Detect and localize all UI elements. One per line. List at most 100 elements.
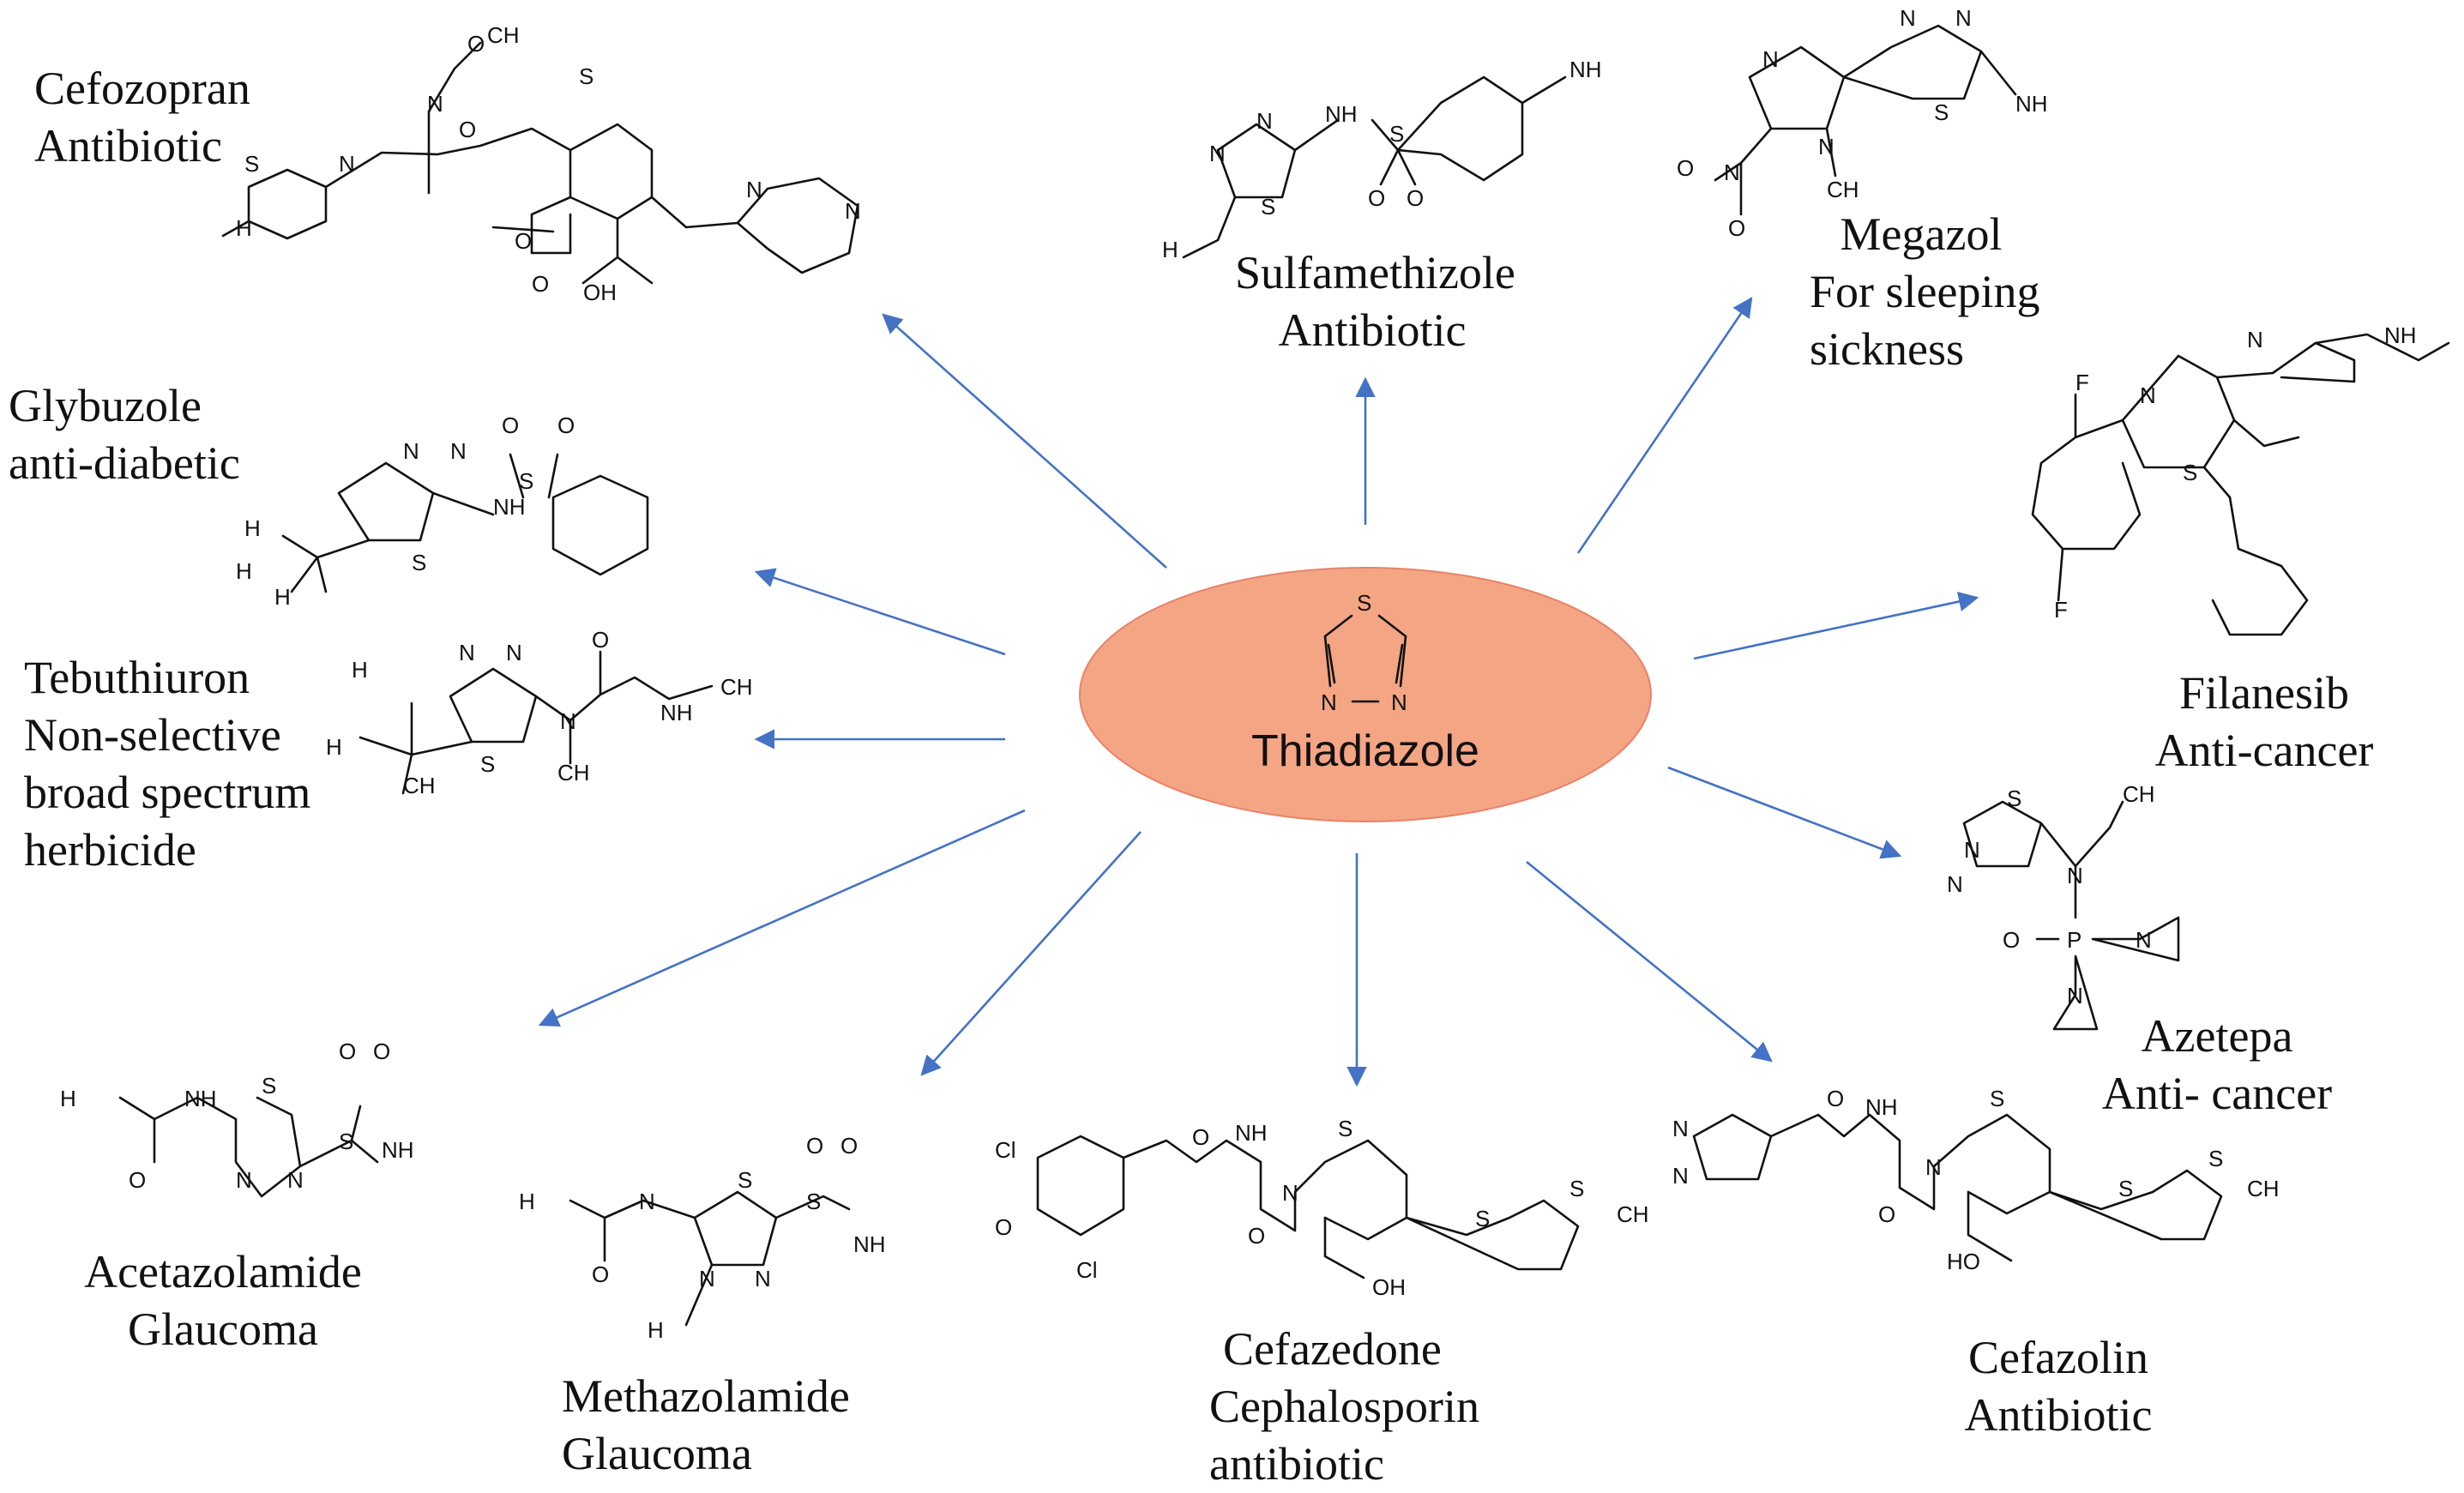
svg-text:N: N xyxy=(1947,871,1963,897)
arrow-to-megazol xyxy=(1576,297,1753,554)
svg-text:N: N xyxy=(560,708,576,734)
use-megazol-1: For sleeping xyxy=(1810,266,2040,317)
svg-text:S: S xyxy=(412,550,426,575)
svg-text:NH: NH xyxy=(1235,1120,1268,1146)
structure-cefazedone: ClO ClO NHO SN OHS SCH xyxy=(995,1116,1649,1300)
svg-text:O: O xyxy=(1728,215,1745,241)
svg-text:S: S xyxy=(519,468,533,494)
svg-text:N: N xyxy=(746,177,762,202)
arrow-to-methazolamide xyxy=(920,831,1142,1076)
svg-text:S: S xyxy=(1990,1086,2004,1111)
ring-n1-label: N xyxy=(1321,689,1337,715)
svg-text:NH: NH xyxy=(2015,91,2048,117)
svg-text:N: N xyxy=(1964,837,1980,863)
svg-text:S: S xyxy=(1338,1116,1352,1141)
svg-text:O: O xyxy=(592,1261,609,1287)
svg-text:N: N xyxy=(1256,108,1273,134)
svg-text:H: H xyxy=(326,734,342,760)
name-acetazolamide: Acetazolamide xyxy=(84,1246,362,1297)
label-acetazolamide: Acetazolamide Glaucoma xyxy=(51,1243,395,1358)
svg-text:N: N xyxy=(287,1167,304,1193)
svg-text:S: S xyxy=(2007,786,2021,811)
svg-text:S: S xyxy=(1389,121,1404,147)
svg-text:H: H xyxy=(60,1086,76,1111)
svg-text:S: S xyxy=(2208,1146,2223,1171)
svg-text:CH: CH xyxy=(2123,781,2155,807)
use-tebuthiuron-3: herbicide xyxy=(24,824,196,876)
svg-text:N: N xyxy=(339,151,355,177)
svg-text:NH: NH xyxy=(660,700,693,725)
svg-text:NH: NH xyxy=(853,1231,886,1257)
svg-text:S: S xyxy=(806,1189,821,1214)
svg-text:S: S xyxy=(262,1073,276,1099)
svg-text:O: O xyxy=(459,117,476,142)
svg-text:NH: NH xyxy=(2384,322,2417,348)
label-megazol: Megazol For sleeping sickness xyxy=(1810,206,2039,378)
svg-text:O: O xyxy=(1878,1201,1895,1227)
svg-text:O: O xyxy=(1827,1086,1844,1111)
svg-text:CH: CH xyxy=(1617,1201,1649,1227)
use-tebuthiuron-1: Non-selective xyxy=(24,709,281,761)
svg-text:S: S xyxy=(480,751,495,777)
name-methazolamide: Methazolamide xyxy=(562,1370,850,1422)
svg-text:S: S xyxy=(2183,460,2197,485)
svg-text:CH: CH xyxy=(1827,177,1859,202)
arrow-to-azetepa xyxy=(1667,766,1902,859)
svg-text:NH: NH xyxy=(493,494,526,520)
label-azetepa: Azetepa Anti- cancer xyxy=(2075,1008,2359,1123)
label-methazolamide: Methazolamide Glaucoma xyxy=(562,1368,850,1483)
svg-text:N: N xyxy=(699,1266,715,1291)
svg-text:H: H xyxy=(236,215,252,241)
svg-text:O: O xyxy=(373,1038,390,1064)
svg-text:O: O xyxy=(1192,1124,1209,1150)
label-cefozopran: Cefozopran Antibiotic xyxy=(34,60,250,175)
svg-text:F: F xyxy=(2075,370,2089,395)
svg-text:H: H xyxy=(648,1317,664,1343)
use-cefazolin: Antibiotic xyxy=(1964,1389,2153,1441)
hub-title: Thiadiazole xyxy=(1251,726,1479,776)
svg-text:O: O xyxy=(1677,155,1694,181)
svg-text:N: N xyxy=(2136,927,2152,953)
svg-text:O: O xyxy=(1368,185,1385,211)
svg-text:N: N xyxy=(506,640,522,665)
name-cefazolin: Cefazolin xyxy=(1968,1332,2148,1383)
name-filanesib: Filanesib xyxy=(2179,667,2349,719)
svg-text:N: N xyxy=(755,1266,771,1291)
thiadiazole-hub: S N N Thiadiazole xyxy=(1079,567,1652,822)
arrow-to-glybuzole xyxy=(754,568,1006,656)
svg-text:N: N xyxy=(2067,983,2083,1008)
svg-text:H: H xyxy=(244,515,261,541)
svg-text:N: N xyxy=(1818,134,1834,160)
svg-text:O: O xyxy=(339,1038,356,1064)
thiadiazole-ring: S N N xyxy=(1321,590,1407,715)
name-sulfamethizole: Sulfamethizole xyxy=(1235,247,1515,298)
svg-text:O: O xyxy=(557,412,575,438)
svg-text:NH: NH xyxy=(1569,57,1602,82)
label-tebuthiuron: Tebuthiuron Non-selective broad spectrum… xyxy=(24,649,310,879)
ring-s-label: S xyxy=(1357,590,1371,616)
label-cefazedone: Cefazedone Cephalosporin antibiotic xyxy=(1209,1321,1479,1493)
use-azetepa: Anti- cancer xyxy=(2101,1068,2333,1119)
use-sulfamethizole: Antibiotic xyxy=(1278,304,1467,356)
svg-text:N: N xyxy=(1209,141,1226,166)
arrow-to-filanesib xyxy=(1693,591,1979,660)
svg-text:N: N xyxy=(639,1189,655,1214)
svg-text:N: N xyxy=(236,1167,252,1193)
svg-text:O: O xyxy=(2003,927,2020,953)
svg-text:O: O xyxy=(995,1214,1012,1240)
svg-text:S: S xyxy=(2118,1176,2133,1201)
svg-text:CH: CH xyxy=(2247,1176,2280,1201)
svg-text:N: N xyxy=(403,438,419,464)
svg-text:N: N xyxy=(2140,382,2156,408)
use-methazolamide: Glaucoma xyxy=(562,1428,752,1479)
svg-text:O: O xyxy=(532,271,549,297)
name-cefozopran: Cefozopran xyxy=(34,63,250,114)
hub-ellipse xyxy=(1079,567,1652,822)
svg-text:O: O xyxy=(129,1167,146,1193)
use-glybuzole: anti-diabetic xyxy=(9,437,240,489)
use-cefazedone-2: antibiotic xyxy=(1209,1438,1384,1490)
svg-text:O: O xyxy=(502,412,519,438)
